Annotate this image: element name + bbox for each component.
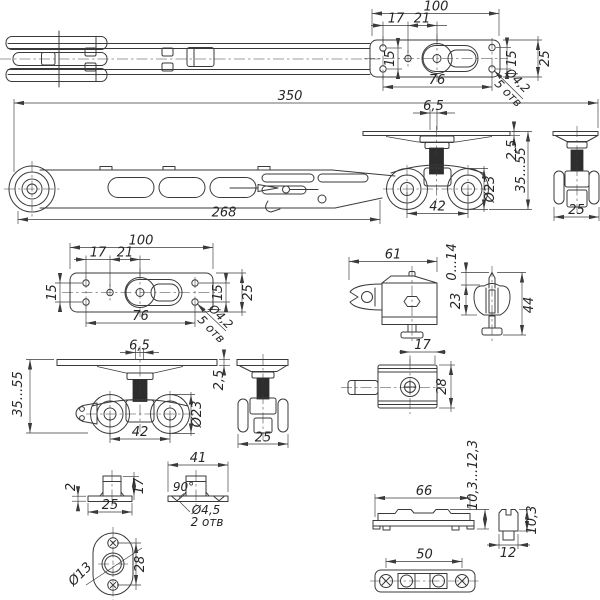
- dim-slot-width: 6,5: [423, 99, 444, 114]
- view-carriage-side: 25: [236, 354, 289, 448]
- dim-flange-thickness: 2: [64, 483, 79, 491]
- dim-screw-pitch: 50: [416, 548, 433, 563]
- dim-hole-pitch-b: 21: [117, 246, 134, 261]
- dim-adjust-range: 0...14: [445, 243, 460, 280]
- view-floor-guide-bottom: 50: [370, 548, 480, 593]
- view-floor-guide-side: 66 10,3...12,3: [372, 440, 489, 531]
- dim-row-spacing-right: 15: [211, 284, 226, 301]
- view-adapter-block: 17 28: [341, 338, 455, 414]
- dim-row-spacing-right: 15: [505, 50, 520, 67]
- dim-block-height: 28: [435, 378, 450, 395]
- dim-carriage-width: 25: [255, 431, 272, 446]
- view-stop-countersunk: 41 90° Ø4,5 2 отв: [167, 451, 229, 529]
- dim-overall-height: 44: [522, 297, 537, 314]
- dim-roller-dia: Ø23: [190, 401, 205, 429]
- dim-plate-width: 25: [538, 50, 553, 67]
- dim-height-range: 10,3...12,3: [466, 440, 481, 510]
- view-carriage-front: 6,5 2,5 35...55 Ø23 42: [11, 339, 230, 443]
- dim-row-spacing-left: 15: [383, 50, 398, 67]
- dim-wheel-base: 42: [429, 200, 446, 215]
- dim-countersink-angle: 90°: [173, 480, 194, 494]
- dim-height-range: 35...55: [514, 147, 529, 192]
- dim-plate-length: 100: [129, 234, 154, 249]
- view-stop-plain: 2 17 25: [64, 470, 147, 516]
- dim-carriage-width: 25: [568, 203, 585, 218]
- dim-base-length: 41: [190, 451, 207, 466]
- dim-guide-length: 66: [416, 484, 433, 499]
- view-assembly-side: 350 6,5 2,5 35...55 Ø23 42 268: [4, 89, 600, 224]
- dim-plate-thickness: 2,5: [505, 140, 520, 161]
- view-guide-bracket-side: 0...14 23 44: [445, 243, 537, 341]
- dim-base-width: 25: [102, 498, 119, 513]
- dim-hole-span: 76: [429, 73, 446, 88]
- dim-hole-pitch-a: 17: [90, 246, 107, 261]
- dim-hole-pitch-a: 17: [388, 12, 405, 27]
- dim-end-width: 12: [500, 546, 517, 561]
- dim-center-hole-dia: Ø13: [65, 560, 95, 590]
- dim-hole-pitch-b: 21: [414, 12, 431, 27]
- dim-end-height: 10,3: [525, 506, 540, 535]
- dim-plate-thickness: 2,5: [212, 370, 227, 391]
- view-guide-bracket-front: 61: [348, 248, 438, 342]
- dim-hole-pitch: 28: [133, 556, 148, 573]
- dim-plate-width: 25: [241, 284, 256, 301]
- dim-hole-dia: Ø4,5: [191, 503, 221, 517]
- dim-plate-length: 100: [424, 0, 449, 15]
- dim-row-spacing-left: 15: [45, 284, 60, 301]
- view-oval-plate: Ø13 28: [65, 527, 148, 600]
- dim-boss-width: 17: [414, 338, 431, 353]
- view-carriage-side-top: 25: [552, 126, 600, 221]
- view-mount-plate-top: 100 17 21 15 15 25 76 Ø4,2 5 отв: [45, 234, 256, 346]
- dim-hole-count: 2 отв: [191, 515, 224, 529]
- dim-body-height: 23: [449, 293, 464, 310]
- dim-wheel-base: 42: [132, 425, 149, 440]
- dim-overall-length: 350: [278, 89, 303, 104]
- view-rail-assembly-top: 100 17 21 15 15 25 76 Ø4,2 5 отв: [0, 0, 553, 110]
- dim-hole-span: 76: [132, 309, 149, 324]
- dim-arm-length: 268: [212, 206, 237, 221]
- dim-roller-dia: Ø23: [483, 176, 498, 204]
- dim-slot-width: 6,5: [129, 339, 150, 354]
- dim-height-range: 35...55: [11, 371, 26, 416]
- view-floor-guide-end: 10,3 12: [487, 506, 540, 561]
- dim-bracket-length: 61: [385, 248, 402, 263]
- dim-body-height: 17: [132, 477, 147, 494]
